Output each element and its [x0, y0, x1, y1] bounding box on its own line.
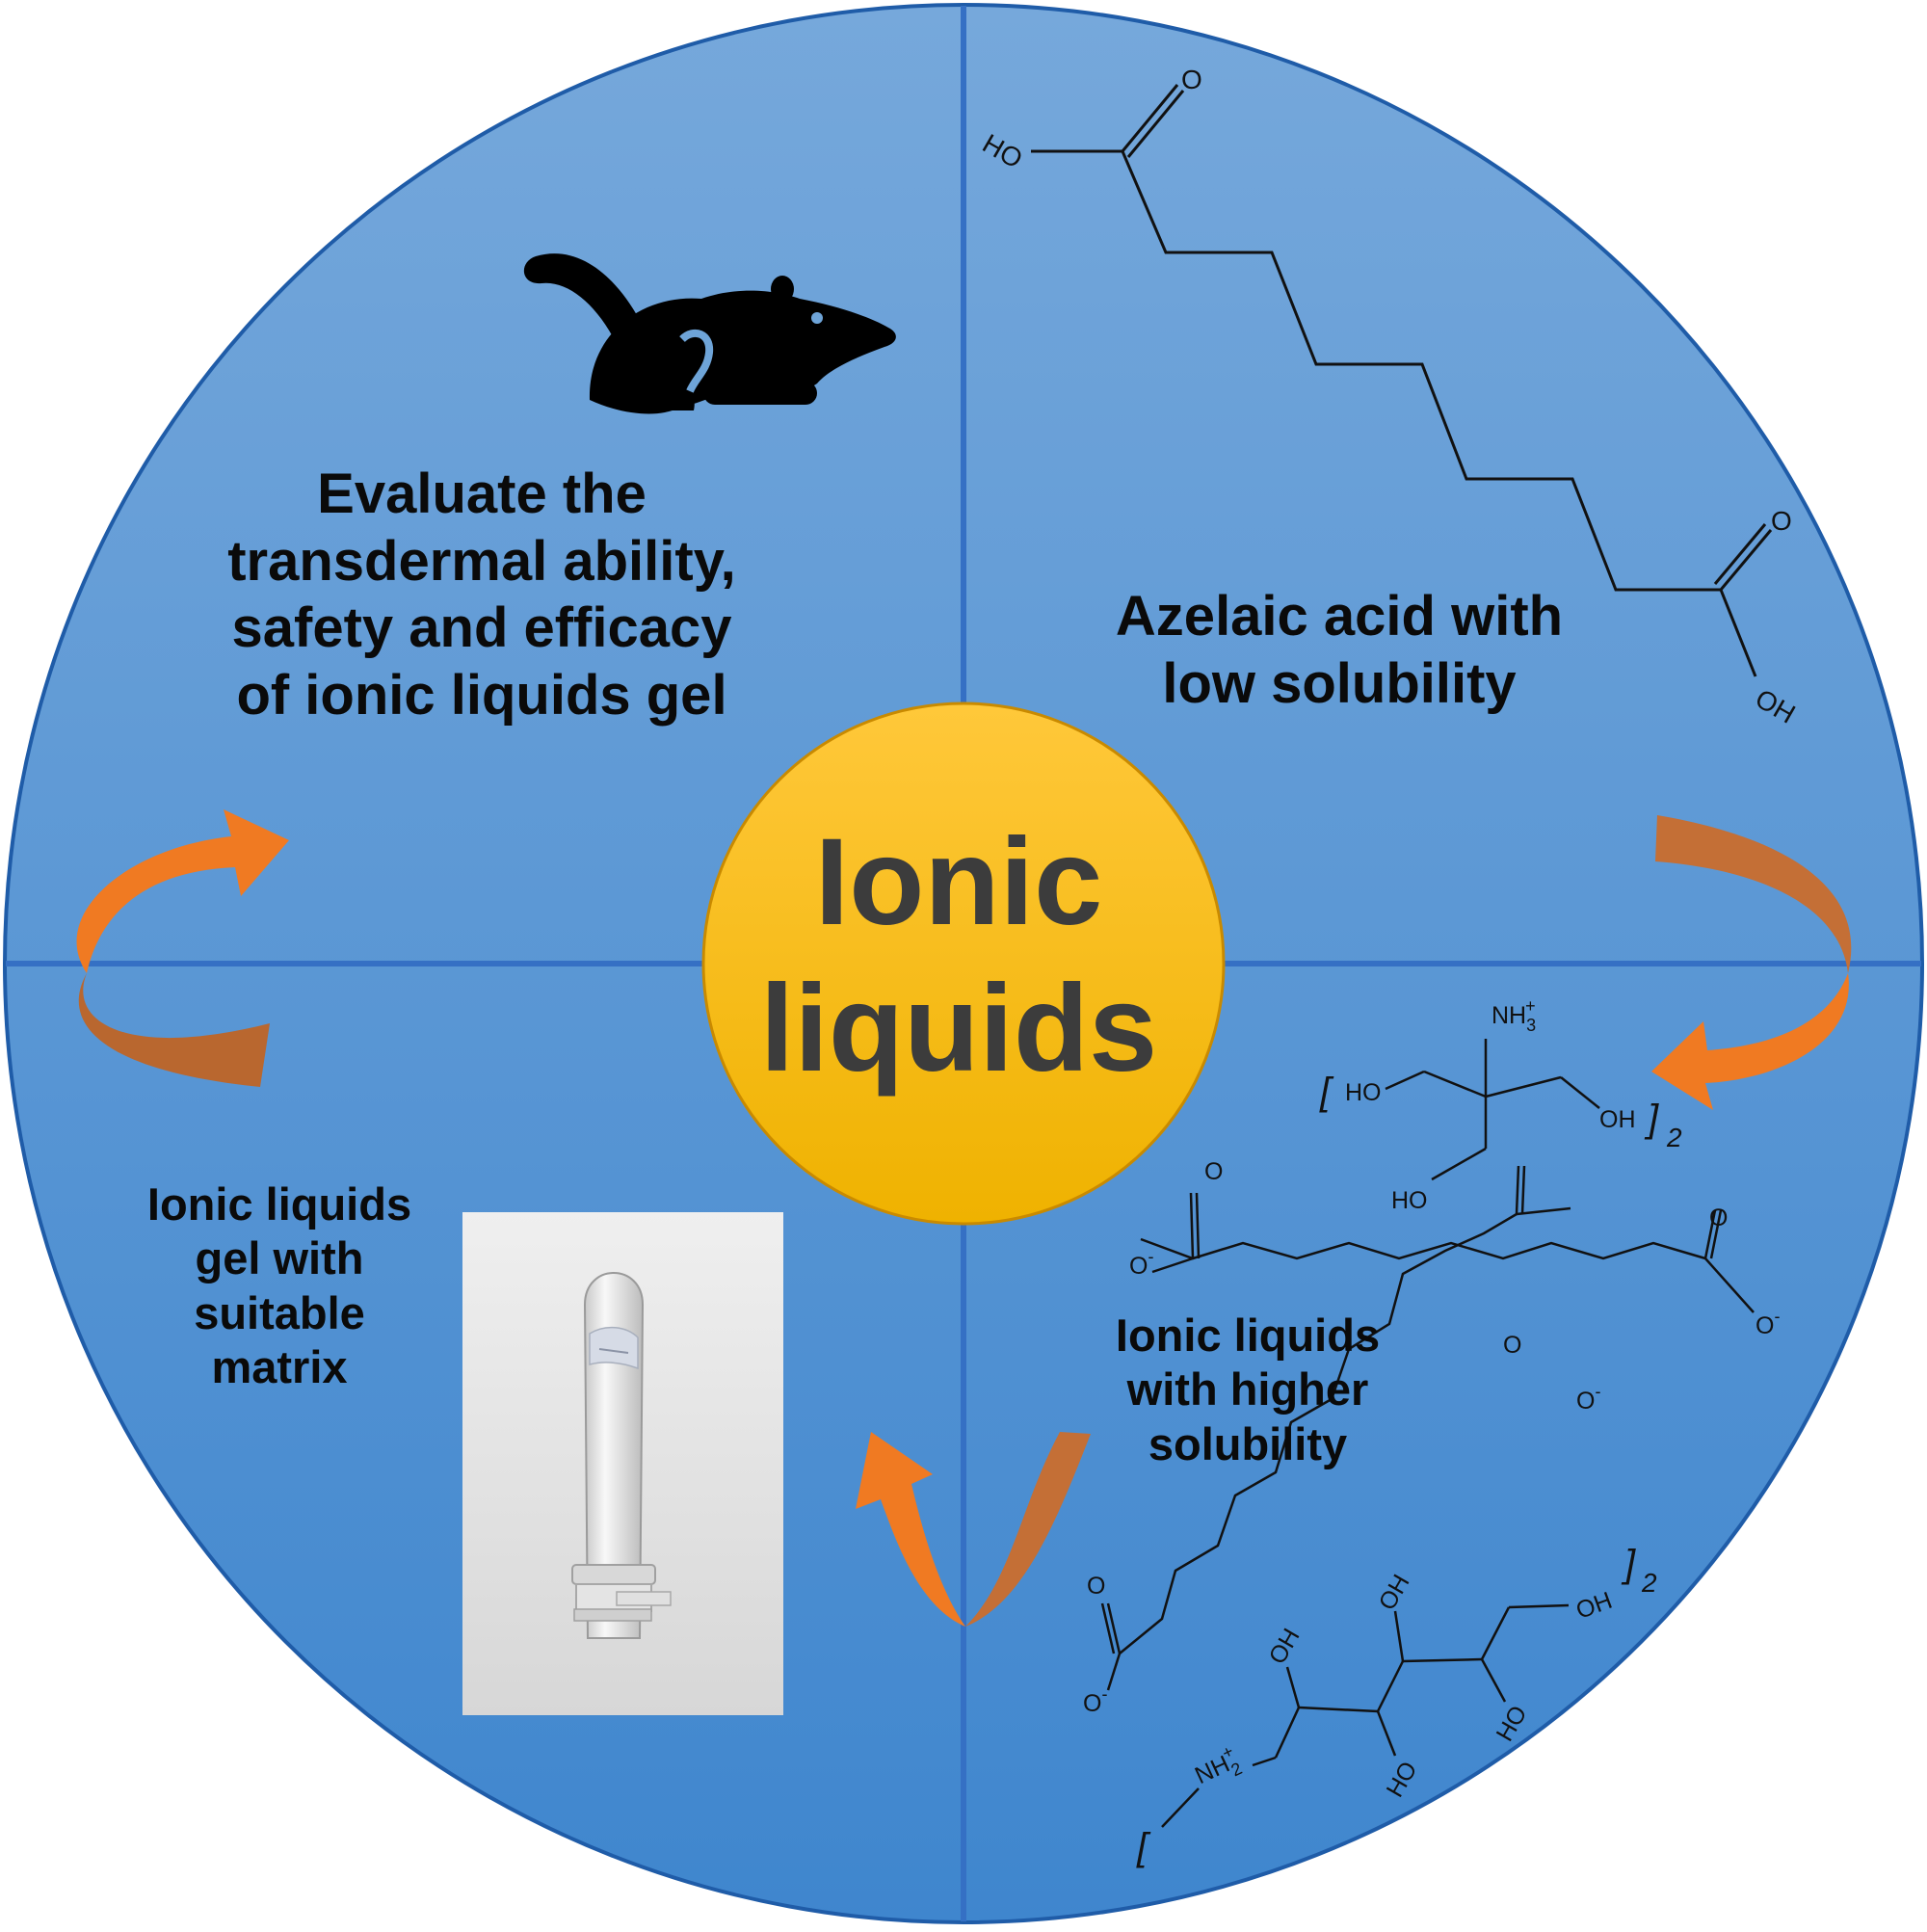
meglumine-bracket-open: [: [1136, 1826, 1151, 1868]
azelaic-acid-label: Azelaic acid with low solubility: [1115, 585, 1564, 715]
azelate2-o-label-2: O: [1087, 1573, 1105, 1600]
gel-tube-photo: [462, 1212, 783, 1715]
azelaic-acid-structure: [1031, 84, 1773, 677]
azelate-o-minus-label-1: O-: [1129, 1247, 1153, 1280]
azelaic-o-label-1: O: [1181, 65, 1202, 94]
tris-bracket-close: ]: [1644, 1098, 1659, 1140]
tris-oh-label: OH: [1599, 1106, 1636, 1133]
rat-leg-detail: [679, 329, 714, 393]
center-title: Ionic liquids: [759, 813, 1158, 1098]
left-cycle-arrow: [76, 809, 289, 1087]
rat-eye: [811, 312, 823, 324]
tris-cation-structure: [1385, 1039, 1600, 1181]
right-cycle-arrow: [1651, 815, 1852, 1110]
azelate-anion-structure-2: [1100, 1165, 1571, 1691]
meglumine-cation-structure: [1161, 1603, 1570, 1828]
higher-solubility-label: Ionic liquids with higher solubility: [1115, 1310, 1381, 1469]
azelate-anion-structure-1: [1140, 1192, 1755, 1313]
meglumine-count-label: 2: [1641, 1568, 1657, 1598]
bottom-cycle-arrow: [856, 1432, 1091, 1627]
tris-ho-label-2: HO: [1391, 1187, 1428, 1214]
azelate-o-label-2: O: [1709, 1204, 1728, 1231]
azelate-o-label-1: O: [1204, 1158, 1223, 1185]
azelate2-o-minus-label-2: O-: [1083, 1684, 1107, 1717]
tris-nh3-label: NH3+: [1491, 996, 1536, 1035]
tris-count-label: 2: [1666, 1123, 1682, 1152]
azelate-o-minus-label-2: O-: [1755, 1307, 1780, 1339]
ionic-liquids-gel-label: Ionic liquids gel with suitable matrix: [146, 1178, 412, 1393]
meglumine-bracket-close: ]: [1621, 1543, 1636, 1585]
evaluate-label: Evaluate the transdermal ability, safety…: [227, 463, 736, 727]
center-circle: [701, 701, 1226, 1226]
azelate2-o-label-1: O: [1503, 1332, 1521, 1359]
tris-bracket-open: [: [1319, 1071, 1334, 1113]
azelaic-o-label-2: O: [1771, 506, 1792, 536]
tris-ho-label-1: HO: [1345, 1079, 1382, 1106]
azelate2-o-minus-label-1: O-: [1576, 1382, 1600, 1415]
